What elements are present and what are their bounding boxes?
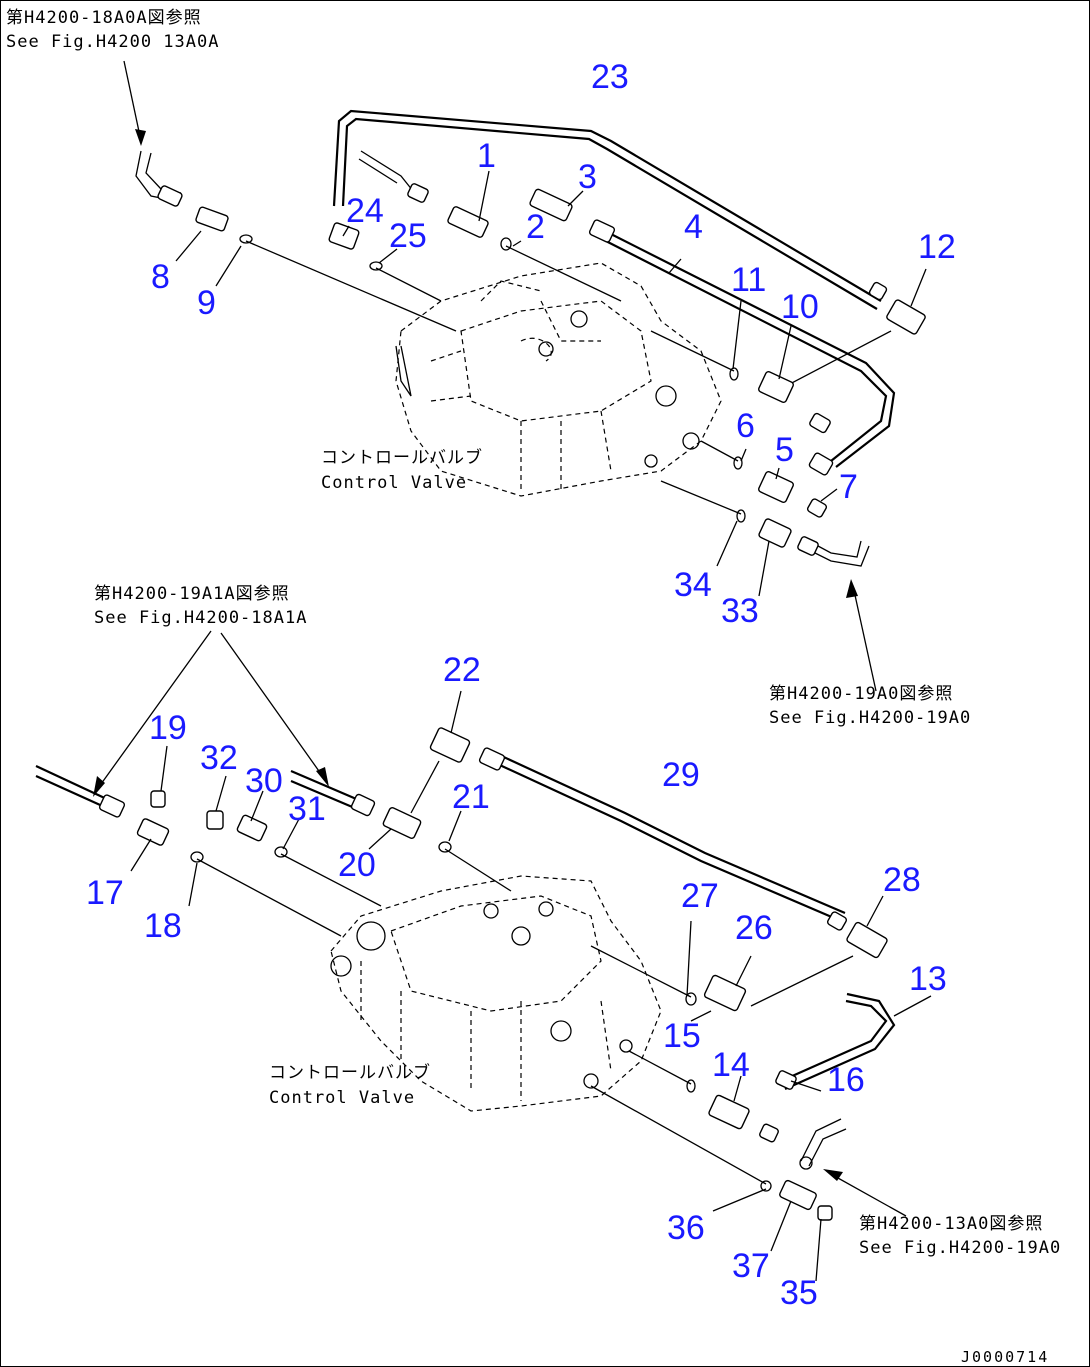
callout-23: 23 bbox=[591, 58, 629, 96]
fitting-22 bbox=[429, 727, 471, 763]
callout-26: 26 bbox=[735, 909, 773, 947]
fitting-1 bbox=[447, 206, 489, 238]
callout-31: 31 bbox=[288, 790, 326, 828]
callout-12: 12 bbox=[918, 228, 956, 266]
drawing-code: J0000714 bbox=[961, 1348, 1049, 1366]
callout-3: 3 bbox=[578, 158, 597, 196]
fitting-14 bbox=[708, 1094, 750, 1130]
reference-mid-left: 第H4200-19A1A図参照 See Fig.H4200-18A1A bbox=[94, 584, 307, 628]
bottom-valve-label: コントロールバルブ Control Valve bbox=[269, 1062, 431, 1108]
ref-jp: 第H4200-18A0A図参照 bbox=[6, 8, 202, 28]
ref-jp: 第H4200-19A1A図参照 bbox=[94, 584, 290, 604]
fitting-37 bbox=[779, 1179, 817, 1211]
callout-37: 37 bbox=[732, 1247, 770, 1285]
fitting-17 bbox=[136, 818, 170, 846]
callout-13: 13 bbox=[909, 960, 947, 998]
fitting-3 bbox=[529, 188, 573, 222]
ref-jp: 第H4200-19A0図参照 bbox=[769, 684, 953, 704]
callout-20: 20 bbox=[338, 846, 376, 884]
callout-35: 35 bbox=[780, 1274, 818, 1312]
callout-6: 6 bbox=[736, 407, 755, 445]
callout-11: 11 bbox=[731, 261, 766, 299]
valve-label-en: Control Valve bbox=[321, 473, 467, 493]
valve-label-en: Control Valve bbox=[269, 1088, 415, 1108]
callout-5: 5 bbox=[775, 431, 794, 469]
tube-23 bbox=[332, 109, 882, 302]
callout-27: 27 bbox=[681, 877, 719, 915]
callouts: 1 2 3 4 5 6 7 8 9 10 11 12 23 24 25 33 3… bbox=[86, 58, 956, 1312]
fitting-5 bbox=[758, 470, 794, 504]
ref-jp: 第H4200-13A0図参照 bbox=[859, 1214, 1043, 1234]
hose-13 bbox=[780, 999, 888, 1083]
callout-25: 25 bbox=[389, 217, 427, 255]
top-control-valve bbox=[395, 262, 722, 497]
callout-18: 18 bbox=[144, 907, 182, 945]
callout-22: 22 bbox=[443, 651, 481, 689]
callout-1: 1 bbox=[477, 137, 496, 175]
fitting-12 bbox=[886, 299, 926, 335]
valve-label-jp: コントロールバルブ bbox=[269, 1062, 431, 1083]
ref-en: See Fig.H4200-18A1A bbox=[94, 608, 307, 628]
callout-7: 7 bbox=[839, 468, 858, 506]
fitting-26 bbox=[703, 974, 747, 1012]
reference-mid-right: 第H4200-19A0図参照 See Fig.H4200-19A0 bbox=[769, 684, 971, 728]
bottom-control-valve bbox=[330, 875, 662, 1112]
reference-bottom-right: 第H4200-13A0図参照 See Fig.H4200-19A0 bbox=[859, 1214, 1061, 1258]
top-assembly bbox=[123, 60, 927, 692]
callout-32: 32 bbox=[200, 739, 238, 777]
fitting-10 bbox=[758, 370, 794, 404]
callout-34: 34 bbox=[674, 566, 712, 604]
fitting-24 bbox=[328, 222, 360, 250]
fitting-28 bbox=[846, 921, 888, 959]
valve-label-jp: コントロールバルブ bbox=[321, 447, 483, 468]
callout-17: 17 bbox=[86, 874, 124, 912]
callout-4: 4 bbox=[684, 208, 703, 246]
bottom-assembly bbox=[35, 630, 932, 1282]
fitting-20 bbox=[382, 807, 422, 839]
callout-29: 29 bbox=[662, 756, 700, 794]
tube-29 bbox=[490, 760, 842, 923]
callout-9: 9 bbox=[197, 284, 216, 322]
callout-28: 28 bbox=[883, 861, 921, 899]
callout-33: 33 bbox=[721, 592, 759, 630]
callout-14: 14 bbox=[712, 1046, 750, 1084]
ref-en: See Fig.H4200-19A0 bbox=[769, 708, 971, 728]
callout-10: 10 bbox=[781, 288, 819, 326]
tube-4 bbox=[595, 235, 888, 462]
callout-2: 2 bbox=[526, 208, 545, 246]
top-valve-label: コントロールバルブ Control Valve bbox=[321, 447, 483, 493]
ref-en: See Fig.H4200-19A0 bbox=[859, 1238, 1061, 1258]
callout-36: 36 bbox=[667, 1209, 705, 1247]
fitting-33 bbox=[758, 518, 792, 548]
callout-8: 8 bbox=[151, 258, 170, 296]
callout-30: 30 bbox=[245, 762, 283, 800]
fitting-30 bbox=[236, 814, 268, 842]
callout-24: 24 bbox=[346, 192, 384, 230]
ref-en: See Fig.H4200 13A0A bbox=[6, 32, 219, 52]
reference-top-left: 第H4200-18A0A図参照 See Fig.H4200 13A0A bbox=[6, 8, 219, 52]
callout-15: 15 bbox=[663, 1017, 701, 1055]
callout-21: 21 bbox=[452, 778, 490, 816]
fitting-8 bbox=[195, 206, 229, 232]
callout-16: 16 bbox=[827, 1061, 865, 1099]
callout-19: 19 bbox=[149, 709, 187, 747]
